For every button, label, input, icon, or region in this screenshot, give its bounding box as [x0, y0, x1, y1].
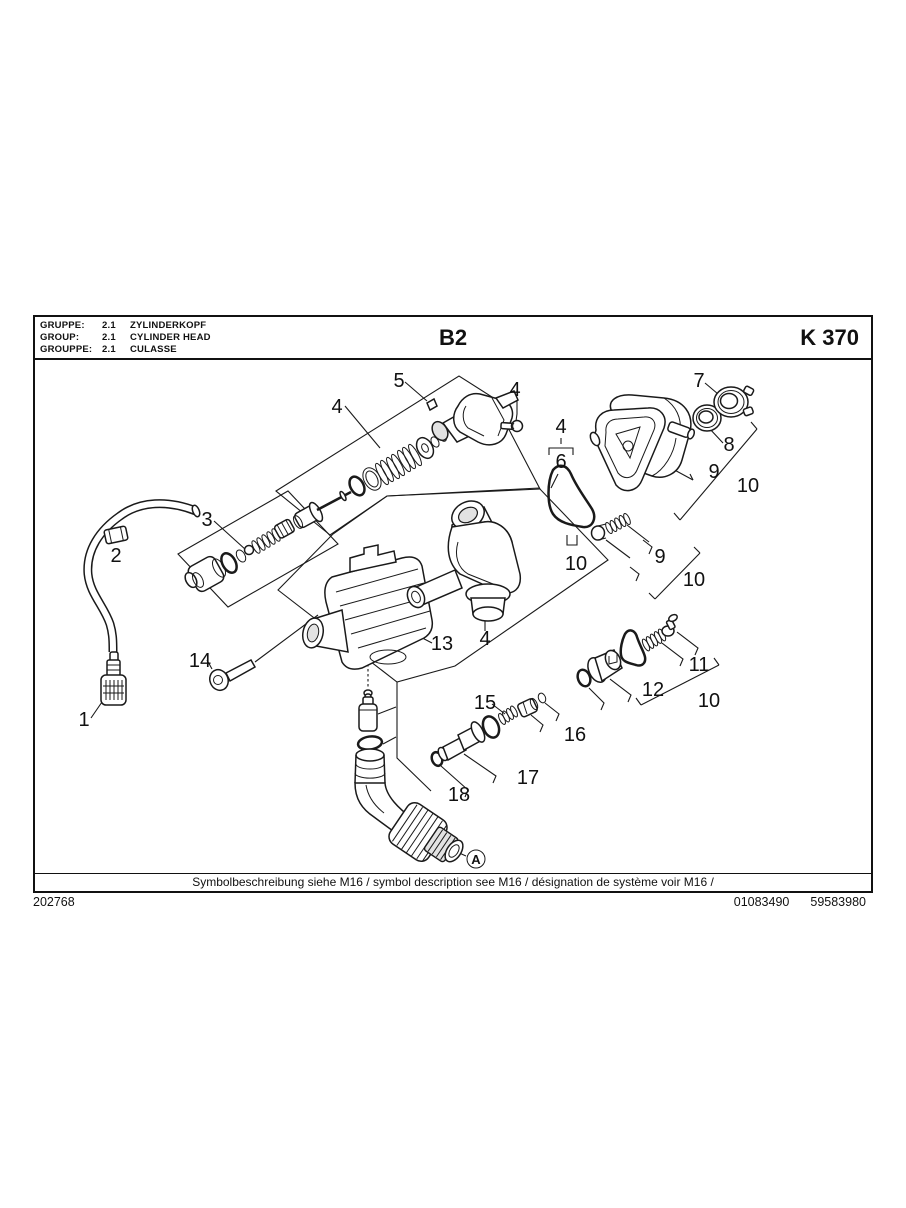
- head-clamp: [349, 544, 397, 573]
- part-label-1: 1: [78, 709, 89, 731]
- part-label-9: 9: [654, 546, 665, 568]
- piston-group: [430, 692, 547, 768]
- group-name-en: CYLINDER HEAD: [130, 332, 211, 343]
- suction-hose-assembly: [83, 499, 201, 706]
- model-code: K 370: [800, 325, 859, 350]
- nozzle-group: [356, 689, 384, 751]
- key-5: [426, 397, 438, 412]
- part-label-14: 14: [189, 650, 211, 672]
- cover-stem: [667, 421, 696, 440]
- doc-number: 202768: [33, 895, 75, 909]
- splined-tube: [423, 826, 464, 863]
- part-label-17: 17: [517, 767, 539, 789]
- outlet-elbow-4: [406, 500, 522, 622]
- part-label-12: 12: [642, 679, 664, 701]
- valve-poppet: [661, 613, 678, 637]
- head-port: [301, 609, 349, 653]
- part-label-18: 18: [448, 784, 470, 806]
- valve-group-11-12: [576, 613, 678, 688]
- valve-spring-11: [641, 628, 667, 652]
- part-label-10: 10: [698, 690, 720, 712]
- unloader-housing: [431, 390, 519, 446]
- part-label-7: 7: [693, 370, 704, 392]
- part-label-5: 5: [393, 370, 404, 392]
- large-spring: [375, 443, 422, 486]
- group-label-en: GROUP:: [40, 332, 80, 343]
- part-label-4: 4: [479, 628, 490, 650]
- sheet-header: GRUPPE: 2.1 ZYLINDERKOPF GROUP: 2.1 CYLI…: [35, 317, 871, 360]
- symbol-a: A: [466, 849, 486, 869]
- order-number: 01083490: [733, 895, 790, 909]
- spindle-pin: [316, 490, 352, 512]
- group-code-de: 2.1: [102, 320, 116, 331]
- group-code-fr: 2.1: [102, 344, 116, 355]
- sheet-footer-note: Symbolbeschreibung siehe M16 / symbol de…: [35, 873, 871, 891]
- washer-disc: [415, 436, 435, 460]
- screw-4-top: [500, 419, 524, 433]
- elbow-inlet-tube: [406, 568, 463, 609]
- group-name-de: ZYLINDERKOPF: [130, 320, 207, 331]
- page-meta-row: 202768 01083490 59583980: [33, 895, 866, 909]
- part-label-3: 3: [201, 509, 212, 531]
- cap-7: [713, 385, 755, 418]
- valve-seat-cup: [587, 649, 623, 684]
- valve-spindle-chain: [184, 432, 447, 593]
- symbol-a-label: A: [471, 852, 481, 867]
- cylinder-head-13: [301, 544, 434, 670]
- control-piston: [437, 721, 486, 762]
- part-label-15: 15: [474, 692, 496, 714]
- group-label-fr: GROUPPE:: [40, 344, 93, 355]
- triangular-oring-6: [547, 464, 596, 529]
- part-label-11: 11: [689, 654, 710, 676]
- part-label-2: 2: [110, 545, 121, 567]
- flanged-bushing: [292, 501, 324, 529]
- guide-nut: [517, 697, 539, 718]
- part-label-10: 10: [683, 569, 705, 591]
- valve-housing: [184, 555, 227, 593]
- injector-nozzle: [358, 693, 378, 732]
- bolt-14: [209, 659, 257, 692]
- part-label-9: 9: [708, 461, 719, 483]
- part-label-4: 4: [509, 379, 520, 401]
- spring-plug-9: [590, 512, 631, 541]
- hose-clip-2: [103, 525, 129, 545]
- part-label-10: 10: [737, 475, 759, 497]
- cover-assembly: [589, 385, 755, 492]
- revision-number: 59583980: [810, 895, 866, 909]
- drawing-sheet: GRUPPE: 2.1 ZYLINDERKOPF GROUP: 2.1 CYLI…: [33, 315, 873, 893]
- cover-plate: [593, 407, 666, 492]
- group-code-en: 2.1: [102, 332, 116, 343]
- seal-ring-8: [692, 404, 722, 432]
- group-label-de: GRUPPE:: [40, 320, 85, 331]
- group-title-block: GRUPPE: 2.1 ZYLINDERKOPF GROUP: 2.1 CYLI…: [35, 317, 211, 358]
- part-label-8: 8: [723, 434, 734, 456]
- elbow-18: [354, 748, 464, 863]
- part-label-4: 4: [331, 396, 342, 418]
- small-spring: [251, 528, 281, 554]
- piston-spring-15: [498, 705, 518, 725]
- part-label-4: 4: [555, 416, 566, 438]
- threaded-plug: [273, 518, 295, 539]
- part-label-10: 10: [565, 553, 587, 575]
- water-filter-1: [100, 651, 127, 706]
- part-label-13: 13: [431, 633, 453, 655]
- part-label-6: 6: [555, 451, 566, 473]
- sheet-code: B2: [438, 325, 468, 350]
- part-label-16: 16: [564, 724, 586, 746]
- group-name-fr: CULASSE: [130, 344, 177, 355]
